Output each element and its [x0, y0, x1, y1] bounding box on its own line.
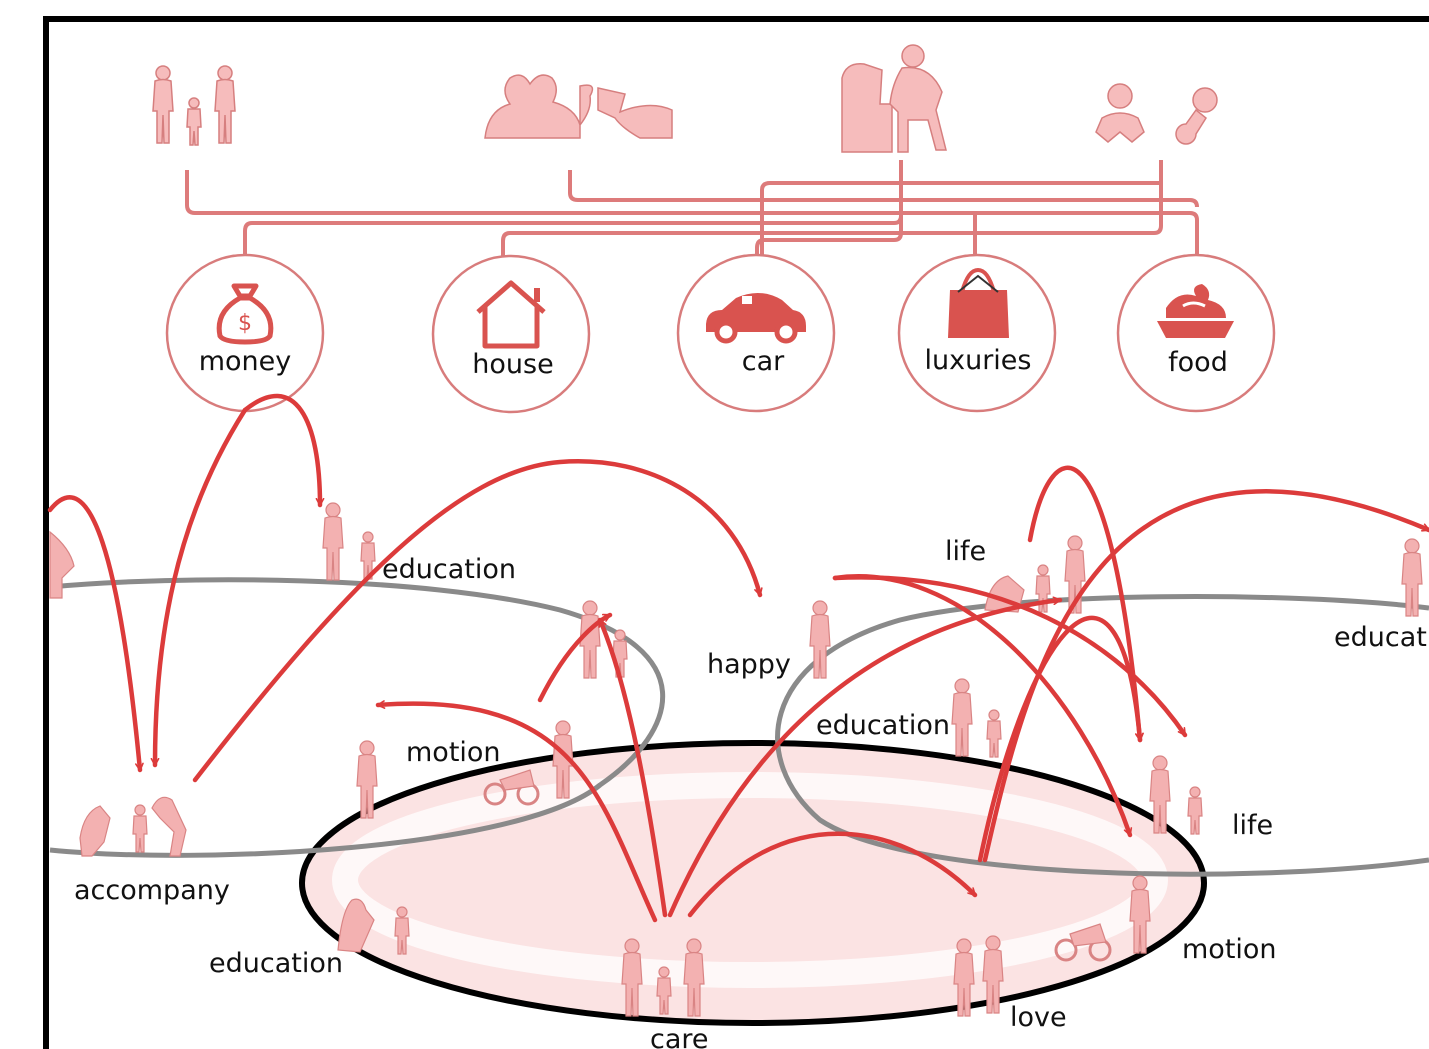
label-motion-left: motion	[406, 737, 501, 768]
right-ellipse	[775, 594, 1429, 877]
shopping-bag-icon	[948, 267, 1009, 338]
category-luxuries[interactable]: luxuries	[897, 253, 1057, 413]
core-ellipse	[299, 740, 1207, 1026]
food-bowl-icon	[1157, 284, 1234, 338]
left-ellipse	[49, 577, 666, 858]
svg-text:$: $	[238, 311, 252, 336]
baby-icon	[1095, 83, 1218, 145]
money-bag-icon: $	[216, 283, 274, 345]
label-life-top: life	[945, 536, 986, 567]
category-house[interactable]: house	[431, 254, 591, 414]
office-worker-icon	[841, 44, 947, 153]
label-life-right: life	[1232, 810, 1273, 841]
category-label: food	[1168, 347, 1228, 378]
label-education-bottom: education	[209, 948, 343, 979]
label-happy: happy	[707, 649, 791, 680]
car-icon	[706, 292, 806, 344]
label-education-right-edge: education	[1334, 622, 1429, 653]
category-car[interactable]: car	[676, 253, 836, 413]
family-icon	[152, 65, 236, 146]
category-label: car	[742, 346, 785, 377]
category-label: luxuries	[925, 345, 1032, 376]
category-label: house	[472, 349, 553, 380]
family-figures	[49, 502, 1423, 1017]
label-education-left: education	[382, 554, 516, 585]
label-motion-right: motion	[1182, 934, 1277, 965]
house-icon	[476, 280, 546, 349]
connector-wires	[185, 160, 1199, 258]
label-love: love	[1010, 1002, 1067, 1033]
category-food[interactable]: food	[1116, 253, 1276, 413]
label-accompany: accompany	[74, 875, 230, 906]
colleagues-handshake-icon	[484, 74, 673, 139]
category-label: money	[199, 346, 292, 377]
frame-border	[43, 16, 1429, 1049]
label-education-middle: education	[816, 710, 950, 741]
label-care: care	[650, 1024, 709, 1049]
category-money[interactable]: $ money	[165, 253, 325, 413]
relation-arrows	[47, 393, 1429, 923]
